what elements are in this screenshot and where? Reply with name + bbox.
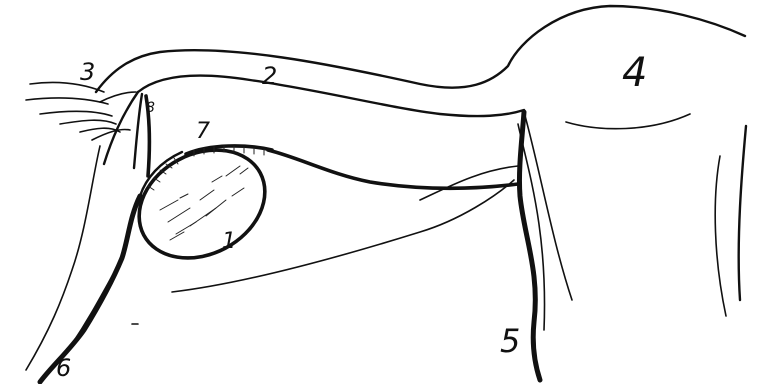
- fimbriae: [26, 82, 136, 140]
- label-1: 1: [222, 229, 236, 254]
- label-2: 2: [262, 62, 277, 90]
- suspensory-ligament-outer: [72, 262, 120, 344]
- uterus-right-edge: [739, 126, 746, 300]
- tube-lower-outline: [138, 76, 524, 117]
- ovarian-ligament: [268, 150, 518, 188]
- label-3: 3: [80, 58, 95, 86]
- suspensory-ligament: [40, 196, 140, 382]
- suspensory-ligament-thin: [26, 146, 100, 370]
- label-4: 4: [622, 50, 647, 96]
- ovary: [120, 129, 283, 279]
- label-6: 6: [56, 354, 71, 382]
- fundus-inner-curve: [566, 114, 690, 129]
- tube-upper-outline: [96, 6, 745, 92]
- label-5: 5: [500, 322, 520, 360]
- label-7: 7: [196, 119, 210, 144]
- uterus-inner-right-line: [715, 156, 726, 316]
- label-8: 8: [146, 100, 155, 116]
- infundibulum-fold-2: [134, 94, 142, 168]
- ligament-fork: [420, 166, 518, 200]
- uterine-wall-thick: [519, 112, 540, 380]
